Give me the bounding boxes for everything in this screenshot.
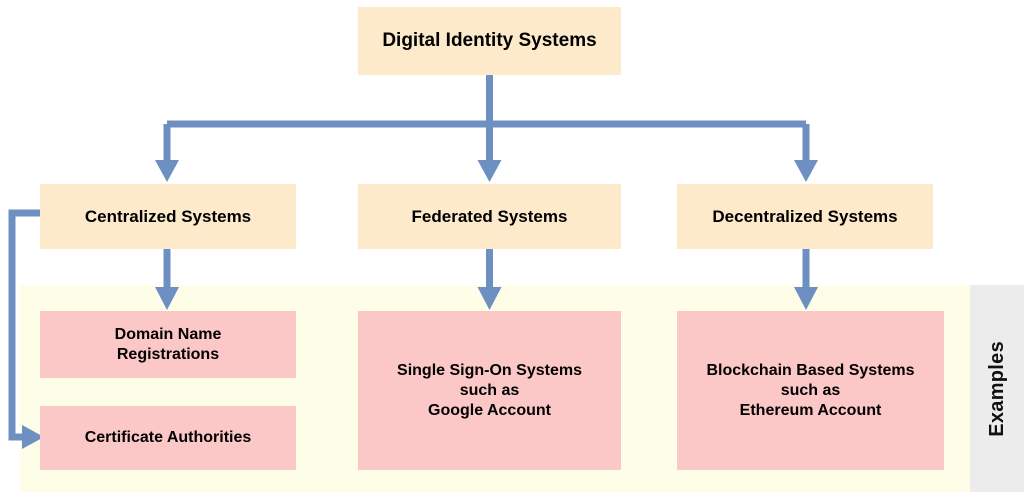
node-domain-name-registrations[interactable]: Domain Name Registrations <box>40 311 296 378</box>
arrowhead-federated <box>477 160 502 182</box>
arrowhead-sso <box>477 287 502 310</box>
node-label-block: Blockchain Based Systems such as Ethereu… <box>706 361 914 421</box>
arrowhead-decentralized <box>794 160 818 182</box>
node-label-line: Blockchain Based Systems <box>706 361 915 379</box>
node-blockchain-based-systems[interactable]: Blockchain Based Systems such as Ethereu… <box>677 311 944 470</box>
connector-centralized-to-cert-auth <box>8 209 40 441</box>
node-label-line: Registrations <box>116 345 220 363</box>
node-single-sign-on-systems[interactable]: Single Sign-On Systems such as Google Ac… <box>358 311 621 470</box>
examples-label-panel: Examples <box>970 285 1024 492</box>
arrowhead-domain-name <box>155 287 179 310</box>
node-digital-identity-systems[interactable]: Digital Identity Systems <box>358 7 621 75</box>
node-label-line: such as <box>459 381 520 399</box>
node-label: Centralized Systems <box>84 206 252 226</box>
node-label: Decentralized Systems <box>712 206 898 226</box>
arrowhead-centralized <box>155 160 179 182</box>
node-centralized-systems[interactable]: Centralized Systems <box>40 184 296 249</box>
node-label-line: Ethereum Account <box>739 401 882 419</box>
node-federated-systems[interactable]: Federated Systems <box>358 184 621 249</box>
node-certificate-authorities[interactable]: Certificate Authorities <box>40 406 296 470</box>
node-label-line: Single Sign-On Systems <box>397 361 582 379</box>
arrowhead-cert-auth <box>22 425 44 449</box>
node-label-line: such as <box>780 381 841 399</box>
node-label-block: Single Sign-On Systems such as Google Ac… <box>397 361 582 421</box>
node-label-line: Domain Name <box>114 325 222 343</box>
node-label-block: Domain Name Registrations <box>115 325 222 365</box>
node-label: Federated Systems <box>411 206 568 226</box>
node-label-line: Google Account <box>428 401 551 419</box>
node-label-block: Certificate Authorities <box>85 428 252 448</box>
node-label-line: Certificate Authorities <box>84 429 252 446</box>
node-decentralized-systems[interactable]: Decentralized Systems <box>677 184 933 249</box>
node-label: Digital Identity Systems <box>382 30 597 52</box>
arrowhead-blockchain <box>794 287 818 310</box>
